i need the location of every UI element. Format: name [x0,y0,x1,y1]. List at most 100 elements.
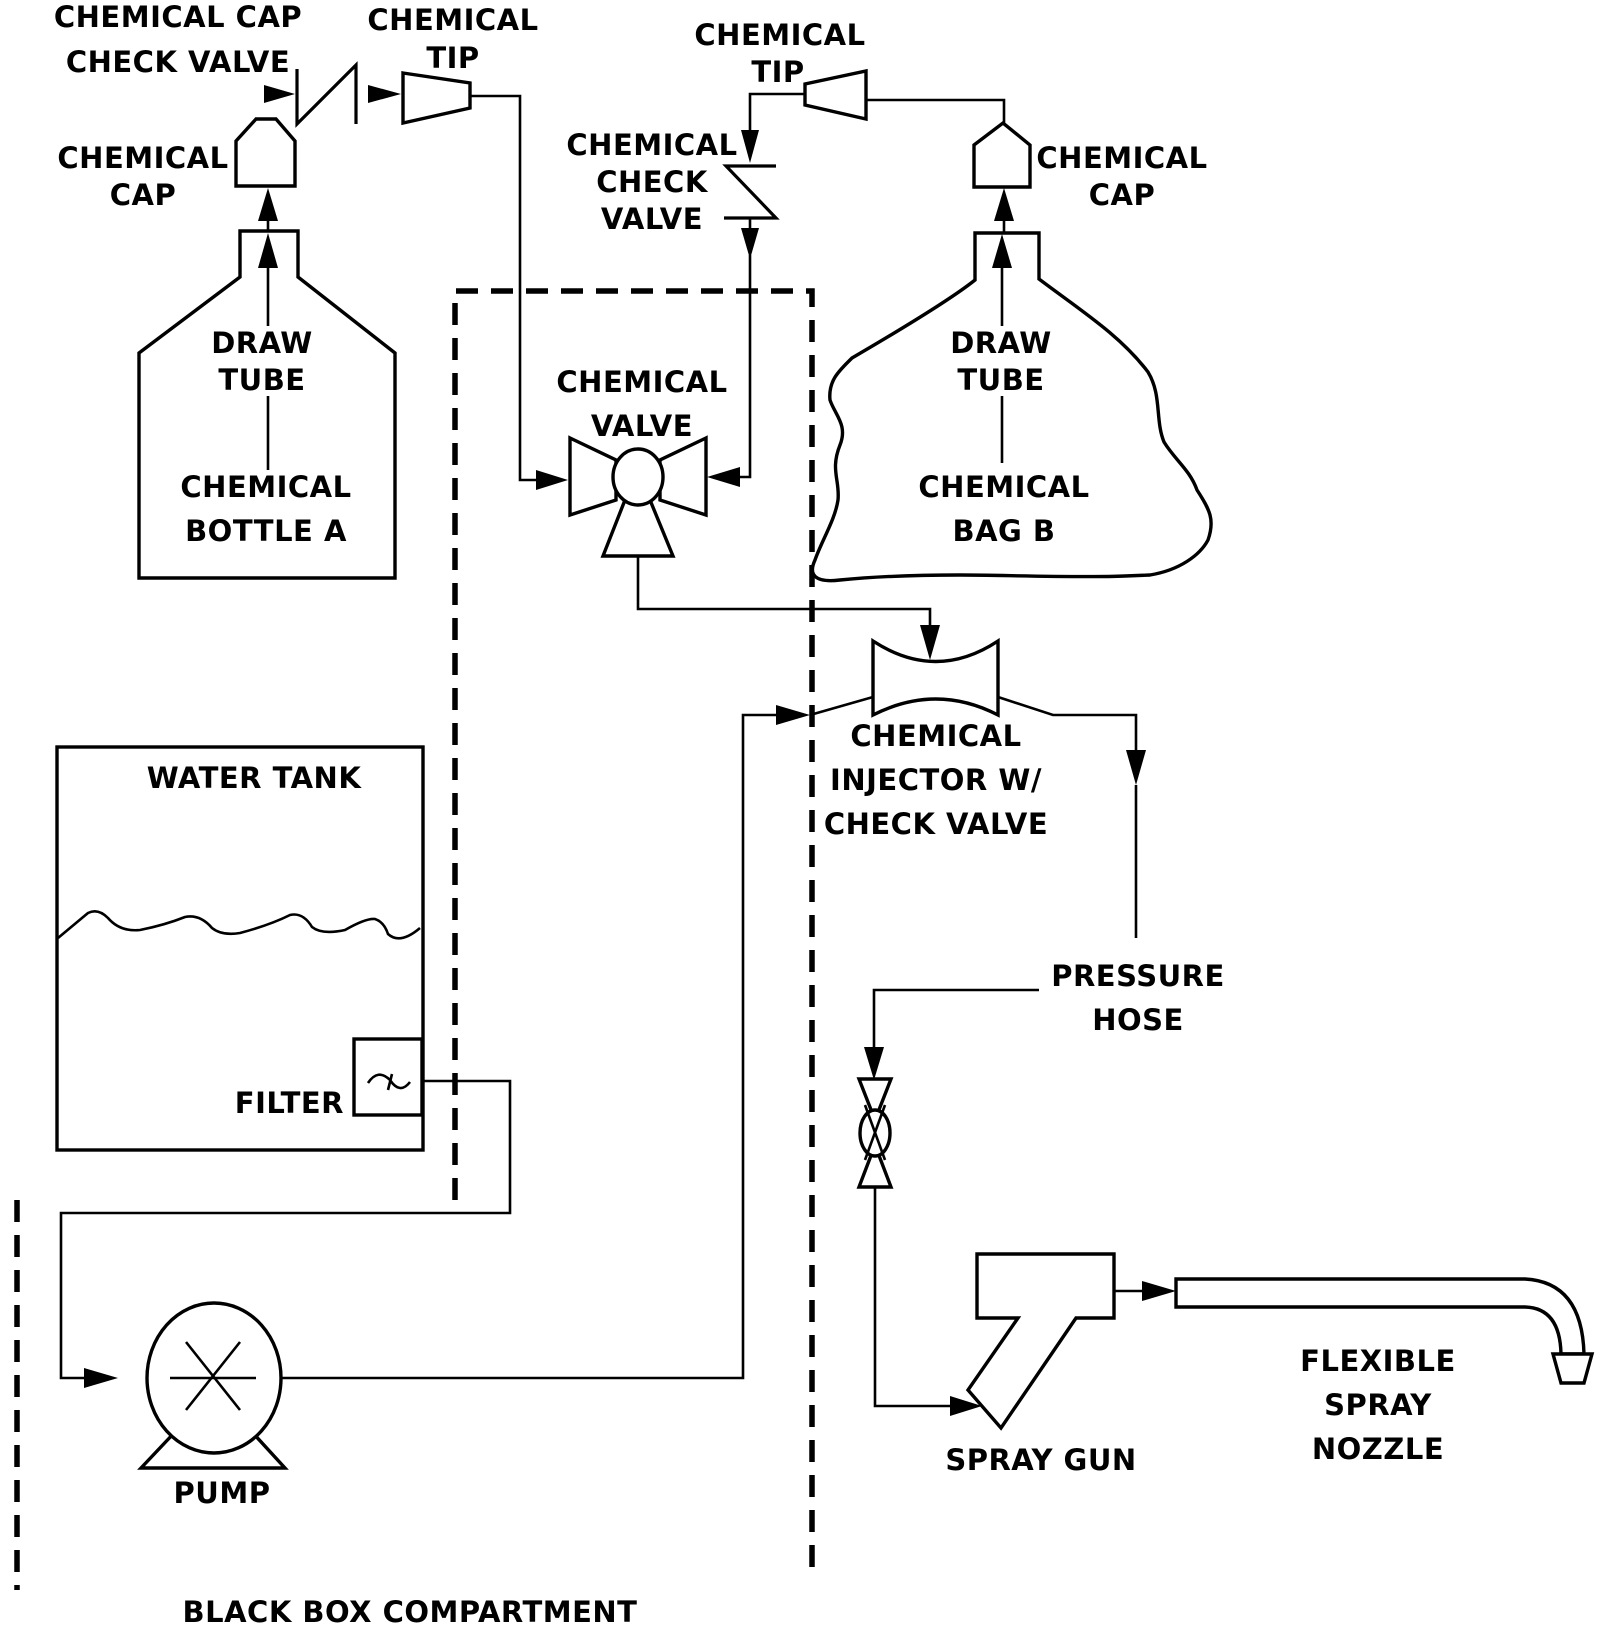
chemical-cap-a: CHEMICAL CAP [57,117,297,231]
black-box-compartment-boundary [14,288,815,1590]
check-valve-b-label-3: VALVE [601,202,703,236]
pump-label: PUMP [174,1476,271,1510]
tip-a-label-2: TIP [426,41,479,75]
injector-label-3: CHECK VALVE [824,807,1048,841]
chemical-valve-inlet-b-arrow-icon [707,467,740,487]
draw-tube-b-arrow-icon [992,234,1012,268]
chemical-tip-b: CHEMICAL TIP [694,18,1006,163]
cap-a-shape [234,117,297,188]
chemical-bottle-a: DRAW TUBE CHEMICAL BOTTLE A [137,229,397,580]
nozzle-label-3: NOZZLE [1312,1432,1444,1466]
pressure-hose-label-1: PRESSURE [1051,959,1225,993]
chemical-valve-label-1: CHEMICAL [556,365,727,399]
shutoff-valve-x2 [863,1104,887,1161]
chemical-valve-body [611,447,665,507]
check-valve-b-zigzag-icon [722,164,780,220]
injector-water-inlet-arrow-icon [776,705,810,725]
line-tip-a-to-chemical-valve [470,94,540,482]
spray-gun-label: SPRAY GUN [945,1443,1136,1477]
line-filter-to-pump [59,1079,512,1380]
shutoff-valve [856,1077,982,1416]
chemical-valve-inlet-a-arrow-icon [536,470,568,490]
cap-b-shape [972,120,1032,189]
cap-check-valve-label-1: CHEMICAL CAP [54,0,302,34]
pump: PUMP [137,705,810,1510]
nozzle-inlet-arrow-icon [1142,1281,1176,1301]
chemical-bag-b: DRAW TUBE CHEMICAL BAG B [810,231,1213,583]
check-valve-zigzag-icon [295,61,358,128]
chemical-valve-left-wing [568,435,618,518]
nozzle-label-1: FLEXIBLE [1300,1344,1456,1378]
draw-tube-a-label-2: TUBE [218,363,305,397]
filter-symbol-icon [366,1073,412,1091]
cap-a-arrow-icon [258,188,278,221]
spray-gun-inlet-arrow-icon [950,1396,982,1416]
chemical-valve-label-2: VALVE [591,409,693,443]
bottle-a-label-1: CHEMICAL [180,470,351,504]
chemical-injector: CHEMICAL INJECTOR W/ CHECK VALVE [809,637,1146,938]
compartment-dash-inner [452,288,815,1575]
cap-b-label-1: CHEMICAL [1036,141,1207,175]
flexible-spray-nozzle: FLEXIBLE SPRAY NOZZLE [1174,1277,1595,1466]
tip-b-shape [803,68,868,122]
chemical-cap-b: CHEMICAL CAP [972,120,1207,233]
filter-label: FILTER [235,1086,344,1120]
pressure-hose: PRESSURE HOSE [864,959,1225,1080]
tip-a-inlet-arrow-icon [368,85,401,103]
chemical-tip-a: CHEMICAL TIP [367,3,568,490]
cap-b-label-2: CAP [1089,178,1155,212]
bottle-a-label-2: BOTTLE A [185,514,347,548]
chemical-valve: CHEMICAL VALVE [556,365,940,660]
spray-gun: SPRAY GUN [945,1252,1176,1477]
injector-inlet-line [809,695,874,717]
line-cap-b-to-tip-b [866,98,1006,123]
cap-a-label-1: CHEMICAL [57,141,228,175]
injector-chemical-inlet-arrow-icon [920,625,940,660]
bag-b-label-2: BAG B [952,514,1055,548]
chemical-cap-check-valve: CHEMICAL CAP CHECK VALVE [54,0,401,128]
shutoff-valve-inlet-arrow-icon [864,1047,884,1080]
cap-a-label-2: CAP [110,178,176,212]
pressure-hose-label-2: HOSE [1092,1003,1184,1037]
nozzle-label-2: SPRAY [1324,1388,1432,1422]
check-valve-b-label-1: CHEMICAL [566,128,737,162]
draw-tube-a-arrow-icon [258,233,278,268]
chemical-valve-bottom-wing [600,498,676,558]
water-surface-wave [57,910,421,940]
draw-tube-b-label-1: DRAW [950,326,1052,360]
tip-a-shape [401,71,472,126]
line-pump-to-injector [281,713,776,1380]
pump-impeller-d2 [184,1341,242,1411]
injector-outlet-line [997,695,1138,750]
spray-gun-shape [965,1252,1116,1431]
line-tip-b-to-check-valve [748,92,805,130]
injector-body [871,637,1000,718]
line-pressure-hose-to-valve [872,988,1039,1047]
tip-b-label-1: CHEMICAL [694,18,865,52]
line-valve-to-spray-gun [873,1187,950,1408]
bag-b-outline [810,231,1213,583]
shutoff-valve-top [856,1077,894,1125]
pump-inlet-arrow-icon [84,1368,118,1388]
injector-label-1: CHEMICAL [850,719,1021,753]
line-chemical-valve-to-injector [636,556,932,625]
draw-tube-a-label-1: DRAW [211,326,313,360]
chemical-check-valve: CHEMICAL CHECK VALVE [566,128,780,487]
water-tank-label: WATER TANK [147,761,363,795]
black-box-compartment-label: BLACK BOX COMPARTMENT [183,1595,638,1629]
tip-b-label-2: TIP [751,55,804,89]
nozzle-tip [1550,1352,1595,1385]
draw-tube-b-label-2: TUBE [957,363,1044,397]
check-valve-b-label-2: CHECK [596,165,709,199]
chemical-valve-right-wing [658,435,708,518]
injector-label-2: INJECTOR W/ [830,763,1042,797]
tip-a-label-1: CHEMICAL [367,3,538,37]
cap-check-valve-inlet-arrow-icon [264,85,295,103]
check-valve-b-outlet-arrow-icon [741,228,759,259]
nozzle-hose [1174,1277,1586,1356]
cap-b-arrow-icon [994,188,1014,221]
check-valve-b-inlet-arrow-icon [741,130,759,163]
cap-check-valve-label-2: CHECK VALVE [66,45,290,79]
bag-b-label-1: CHEMICAL [918,470,1089,504]
